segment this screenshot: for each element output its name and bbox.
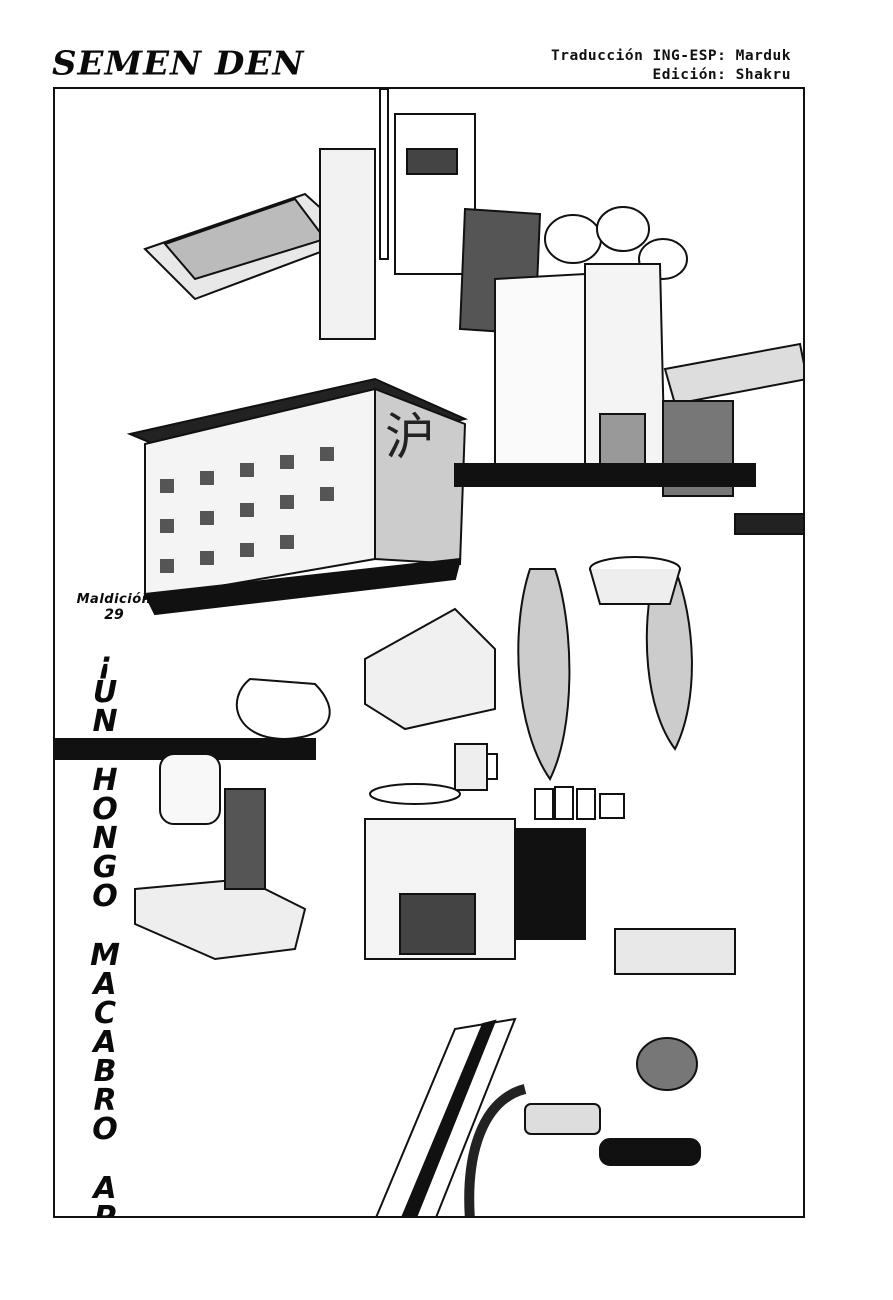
title-letter: N bbox=[92, 821, 118, 856]
title-letter: R bbox=[93, 1083, 117, 1118]
chapter-word: Maldición bbox=[76, 592, 152, 607]
title-word-4: APARECE! bbox=[85, 1171, 125, 1218]
title-letter: O bbox=[92, 792, 118, 827]
title-letter: ¡ bbox=[98, 646, 112, 681]
manga-panel: 沪 bbox=[53, 87, 805, 1218]
credits: Traducción ING-ESP: Marduk Edición: Shak… bbox=[551, 47, 791, 85]
title-letter: A bbox=[93, 1025, 117, 1060]
translation-credit: Traducción ING-ESP: Marduk bbox=[551, 48, 791, 64]
title-letter: A bbox=[93, 1171, 117, 1206]
series-title: Semen Den bbox=[52, 45, 305, 83]
chapter-label: Maldición 29 bbox=[69, 592, 159, 623]
title-letter: O bbox=[92, 1112, 118, 1147]
title-letter: H bbox=[92, 763, 118, 798]
title-letter: M bbox=[90, 938, 120, 973]
title-letter: N bbox=[92, 704, 118, 739]
chapter-number: 29 bbox=[104, 607, 124, 623]
title-letter: G bbox=[92, 850, 118, 885]
title-letter: P bbox=[94, 1200, 116, 1218]
title-letter: A bbox=[93, 967, 117, 1002]
svg-text:沪: 沪 bbox=[385, 408, 435, 466]
title-letter: U bbox=[92, 675, 118, 710]
title-letter: C bbox=[93, 996, 117, 1031]
title-letter: B bbox=[93, 1054, 117, 1089]
illustration: 沪 bbox=[55, 89, 803, 1216]
editing-credit: Edición: Shakru bbox=[652, 67, 791, 83]
title-letter: O bbox=[92, 879, 118, 914]
